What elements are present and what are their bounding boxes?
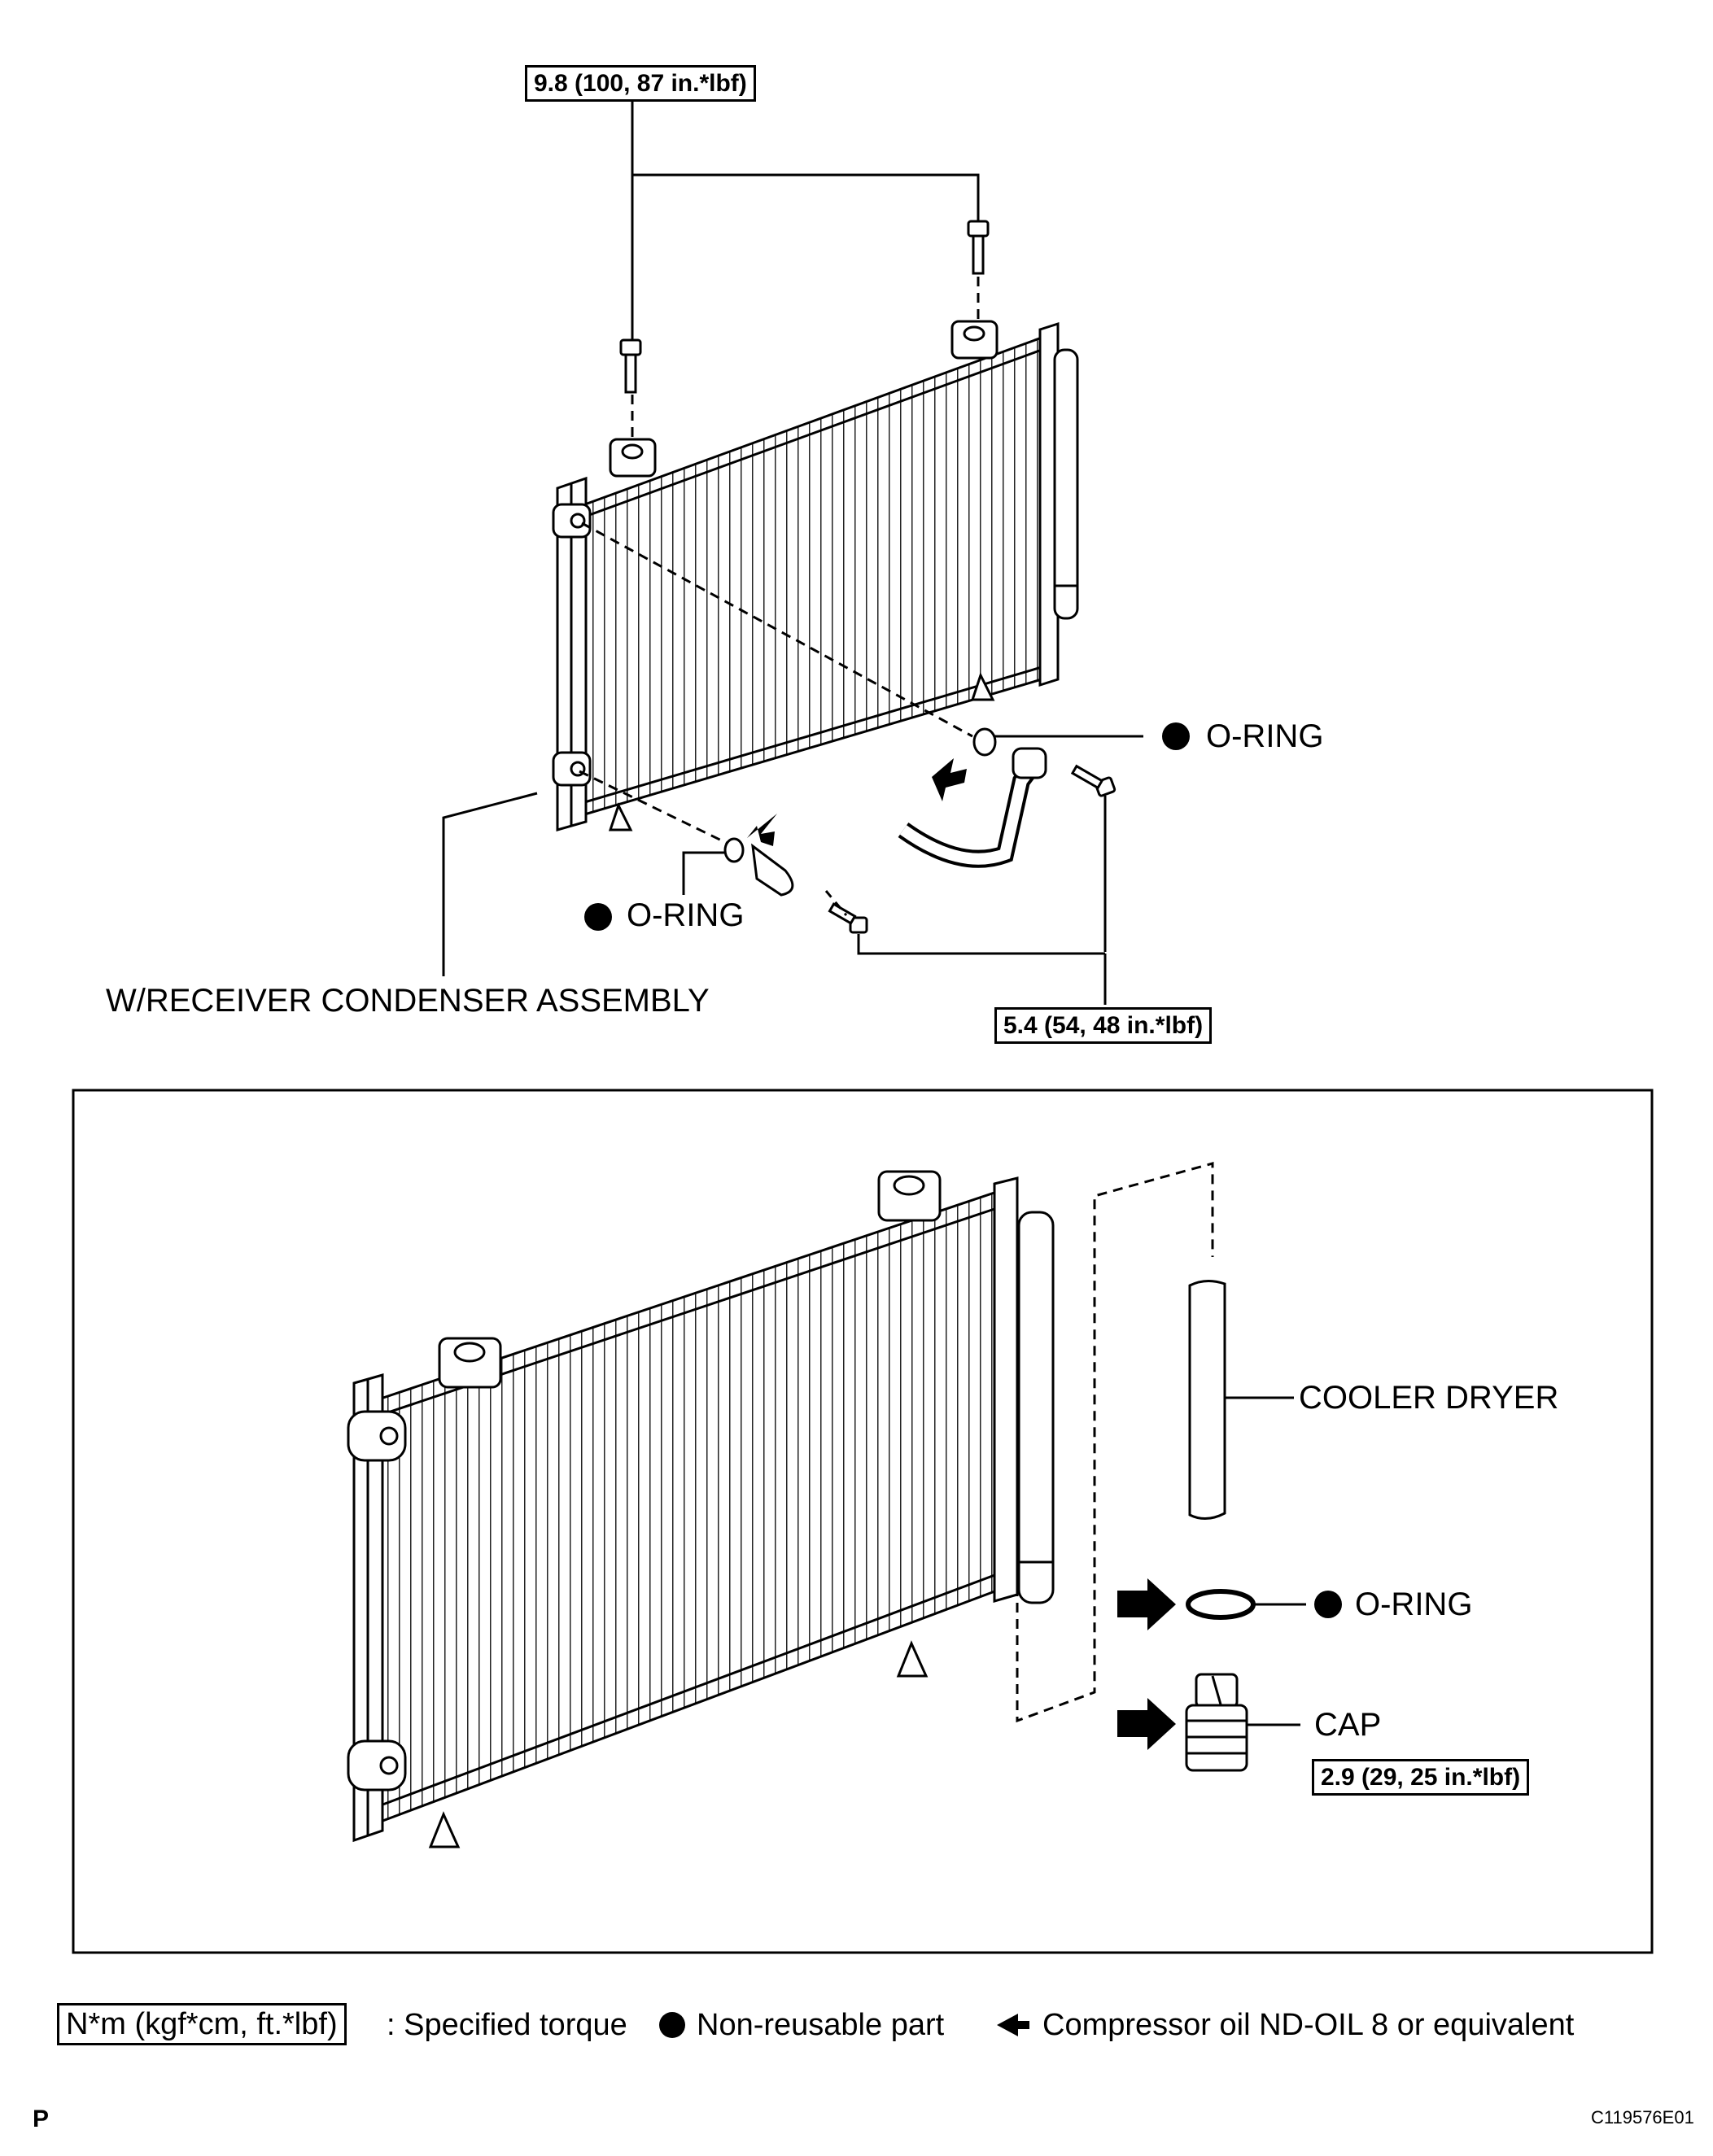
footer-page-letter: P — [33, 2106, 50, 2132]
pipe-top-left — [751, 843, 794, 897]
bolt-left-head — [619, 338, 642, 356]
top-bolts — [619, 220, 1117, 934]
label-cap: CAP — [1314, 1707, 1382, 1743]
detail-frame — [72, 1089, 1654, 1954]
torque-label-cap: 2.9 (29, 25 in.*lbf) — [1312, 1759, 1530, 1796]
detail-condenser-core — [377, 1189, 999, 1825]
legend-torque-text: : Specified torque — [387, 2008, 627, 2042]
detail-right-tank — [993, 1176, 1019, 1603]
label-oring-top-left: O-RING — [627, 897, 745, 933]
top-leader-lines — [442, 99, 1143, 1005]
oil-arrow-detail-oring — [1117, 1578, 1176, 1630]
oil-arrow-top-right — [932, 758, 967, 801]
detail-condenser — [347, 1170, 1055, 1848]
cap-part — [1185, 1673, 1300, 1772]
legend-oil-text: Compressor oil ND-OIL 8 or equivalent — [1042, 2008, 1575, 2042]
top-condenser — [552, 320, 1079, 831]
dot-detail-oring — [1314, 1591, 1342, 1618]
bolt-lower-left-head — [849, 916, 868, 934]
footer-figure-id: C119576E01 — [1591, 2107, 1694, 2128]
top-condenser-core — [572, 335, 1043, 820]
label-oring-top-right: O-RING — [1206, 718, 1324, 754]
top-fittings — [723, 727, 1047, 897]
dryer-dashed-outline — [1016, 1162, 1214, 1723]
top-receiver-tube — [1053, 348, 1079, 620]
torque-label-lower: 5.4 (54, 48 in.*lbf) — [994, 1007, 1213, 1044]
legend-oil: Compressor oil ND-OIL 8 or equivalent — [997, 2010, 1574, 2040]
cooler-dryer — [1188, 1280, 1294, 1520]
detail-receiver-tube — [1017, 1211, 1055, 1604]
oring-top-left — [723, 837, 745, 863]
detail-oring — [1186, 1589, 1256, 1620]
legend-nonreusable-text: Non-reusable part — [697, 2008, 945, 2042]
oil-arrows — [747, 758, 1176, 1750]
legend-torque-box: N*m (kgf*cm, ft.*lbf) — [57, 2003, 347, 2045]
oring-top-right — [972, 727, 997, 757]
label-assembly: W/RECEIVER CONDENSER ASSEMBLY — [106, 983, 710, 1019]
dot-oring-right — [1162, 722, 1190, 750]
label-cooler-dryer: COOLER DRYER — [1299, 1380, 1559, 1416]
oil-arrow-icon — [997, 2014, 1018, 2036]
oil-arrow-detail-cap — [1117, 1698, 1176, 1750]
oil-arrow-top-left — [747, 814, 777, 846]
dot-oring-left — [584, 903, 612, 931]
torque-label-upper: 9.8 (100, 87 in.*lbf) — [525, 65, 756, 102]
bolt-right-head — [967, 220, 990, 238]
label-detail-oring: O-RING — [1355, 1586, 1473, 1622]
nonreusable-dot-icon — [659, 2012, 685, 2038]
legend-nonreusable: Non-reusable part — [659, 2010, 944, 2040]
